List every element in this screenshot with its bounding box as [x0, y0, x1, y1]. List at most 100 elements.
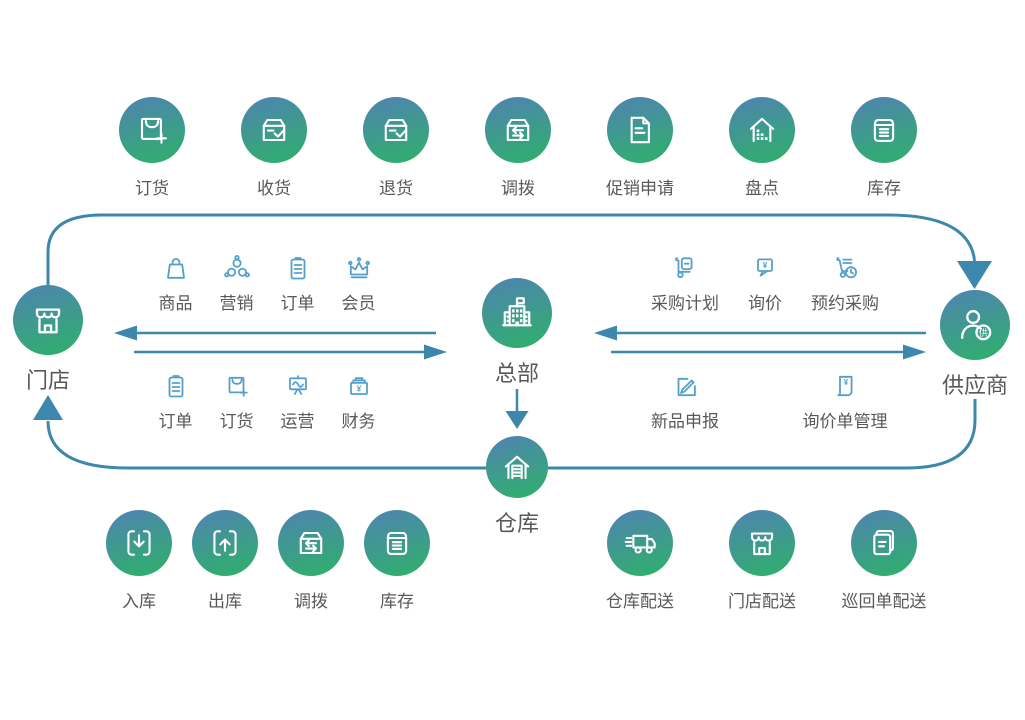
mini-crown-icon — [341, 251, 377, 287]
flow-item-label: 订单 — [158, 412, 193, 431]
arrowhead-left-hq — [594, 325, 617, 341]
flow-item: 新品申报 — [629, 369, 741, 432]
flow-item-label: 调拨 — [501, 179, 535, 198]
store-process-row: 订货收货退货调拨促销申请盘点库存 — [91, 97, 945, 199]
mini-inquiry-mgmt-icon: ¥ — [827, 369, 863, 405]
mini-order-icon — [158, 369, 194, 405]
svg-text:供: 供 — [979, 327, 988, 338]
box-check-icon — [241, 97, 307, 163]
flow-item: 库存 — [354, 510, 440, 612]
flow-item-label: 订货 — [219, 412, 254, 431]
flow-item-label: 新品申报 — [651, 412, 719, 431]
flow-item: 商品 — [145, 251, 206, 314]
doc-lines-icon — [607, 97, 673, 163]
box-swap-icon — [485, 97, 551, 163]
flow-item: ¥ 询价单管理 — [789, 369, 901, 432]
mini-purchase-plan-icon — [667, 251, 703, 287]
entity-label: 总部 — [494, 361, 539, 386]
mini-reserve-purchase-icon — [827, 251, 863, 287]
flow-item: 营销 — [206, 251, 267, 314]
flow-item-label: 门店配送 — [728, 592, 796, 611]
svg-text:¥: ¥ — [356, 383, 361, 393]
arrowhead-down-supplier — [957, 261, 992, 289]
storefront-icon — [13, 285, 83, 355]
flow-item: 订单 — [145, 369, 206, 432]
flow-item: 会员 — [328, 251, 389, 314]
flow-item: 订单 — [267, 251, 328, 314]
mini-inquiry-icon: ¥ — [747, 251, 783, 287]
mini-bag-plus-icon — [219, 369, 255, 405]
flow-item: 订货 — [91, 97, 213, 199]
flow-item-label: 财务 — [341, 412, 376, 431]
flow-item: 门店配送 — [701, 510, 823, 612]
flow-item-label: 盘点 — [745, 179, 779, 198]
flow-item-label: 调拨 — [294, 592, 328, 611]
flow-item-label: 采购计划 — [651, 294, 719, 313]
flow-item-label: 商品 — [158, 294, 193, 313]
flow-item-label: 询价 — [748, 294, 782, 313]
flow-item-label: 入库 — [122, 592, 156, 611]
arrowhead-left-store — [114, 325, 137, 341]
warehouse-icon — [486, 436, 548, 498]
storefront-icon — [729, 510, 795, 576]
flow-item-label: 巡回单配送 — [841, 592, 927, 611]
flow-item-label: 会员 — [341, 294, 376, 313]
mini-order-icon — [280, 251, 316, 287]
flow-item: 入库 — [96, 510, 182, 612]
flow-item: 预约采购 — [805, 251, 885, 314]
mini-bag-icon — [158, 251, 194, 287]
flow-item: ¥ 财务 — [328, 369, 389, 432]
entity-warehouse: 仓库 — [486, 436, 548, 538]
flow-item: ¥ 询价 — [725, 251, 805, 314]
supplier-person-icon: 供 — [940, 290, 1010, 360]
box-swap-icon — [278, 510, 344, 576]
flow-item: 调拨 — [268, 510, 354, 612]
entity-store: 门店 — [13, 285, 83, 395]
flow-item: 巡回单配送 — [823, 510, 945, 612]
hq-supplier-functions-row1: 采购计划 ¥ 询价 预约采购 — [645, 251, 885, 314]
bottom-loop-supplier-to-store — [46, 399, 977, 470]
arrowhead-right-supplier — [903, 344, 926, 360]
flow-item: 订货 — [206, 369, 267, 432]
arrowhead-down-warehouse — [505, 411, 529, 429]
warehouse-ops-row: 入库 出库调拨 库存 — [96, 510, 440, 612]
bag-plus-icon — [119, 97, 185, 163]
flow-item-label: 预约采购 — [811, 294, 879, 313]
entity-label: 供应商 — [941, 373, 1008, 398]
entity-supplier: 供 供应商 — [940, 290, 1010, 400]
flow-item-label: 询价单管理 — [802, 412, 888, 431]
flow-item: 采购计划 — [645, 251, 725, 314]
flow-item: 促销申请 — [579, 97, 701, 199]
mini-marketing-icon — [219, 251, 255, 287]
hq-supplier-functions-row2: 新品申报 ¥ 询价单管理 — [629, 369, 901, 432]
flow-item: 运营 — [267, 369, 328, 432]
flow-item: 退货 — [335, 97, 457, 199]
box-lines-icon — [364, 510, 430, 576]
svg-text:¥: ¥ — [844, 378, 849, 387]
flow-item: 仓库配送 — [579, 510, 701, 612]
flow-item-label: 仓库配送 — [606, 592, 674, 611]
svg-text:¥: ¥ — [763, 260, 768, 270]
flow-item: 调拨 — [457, 97, 579, 199]
flow-item: 出库 — [182, 510, 268, 612]
mini-new-product-icon — [667, 369, 703, 405]
delivery-row: 仓库配送 门店配送 巡回单配送 — [579, 510, 945, 612]
mini-ops-icon — [280, 369, 316, 405]
box-out-icon — [192, 510, 258, 576]
flow-item-label: 库存 — [867, 179, 901, 198]
flow-item-label: 库存 — [380, 592, 414, 611]
flow-item: 库存 — [823, 97, 945, 199]
box-in-icon — [106, 510, 172, 576]
delivery-truck-icon — [607, 510, 673, 576]
hq-building-icon — [482, 278, 552, 348]
flow-item-label: 订货 — [135, 179, 169, 198]
box-lines-icon — [851, 97, 917, 163]
arrowhead-up-store — [33, 395, 63, 420]
flow-item: 盘点 — [701, 97, 823, 199]
flow-item-label: 订单 — [280, 294, 315, 313]
flow-item-label: 运营 — [280, 412, 315, 431]
flow-item-label: 促销申请 — [606, 179, 674, 198]
arrowhead-right-hq — [424, 344, 447, 360]
